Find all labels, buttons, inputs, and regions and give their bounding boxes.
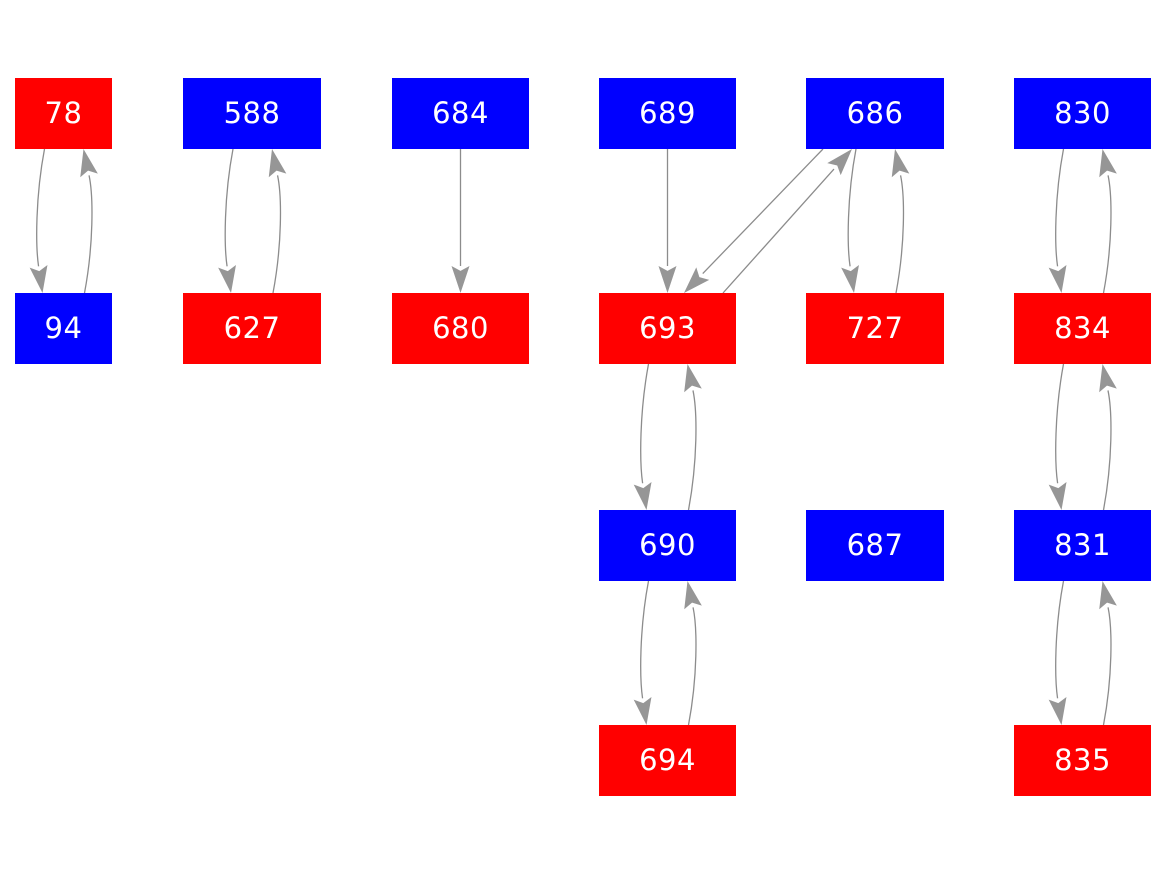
- arrowhead-693-686: [827, 149, 852, 176]
- node-label: 727: [846, 311, 904, 345]
- edge-693-690: [640, 363, 650, 484]
- arrowhead-78-94: [29, 264, 48, 293]
- graph-node-686: 686: [806, 78, 944, 149]
- graph-node-627: 627: [183, 293, 321, 364]
- graph-node-687: 687: [806, 510, 944, 581]
- edge-727-686: [895, 175, 905, 294]
- arrowhead-693-690: [633, 481, 652, 510]
- edge-690-693: [687, 390, 697, 511]
- edge-686-693: [702, 148, 824, 275]
- edge-686-727: [847, 148, 857, 267]
- node-label: 694: [639, 743, 696, 777]
- edge-831-834: [1102, 390, 1112, 511]
- graph-node-690: 690: [599, 510, 736, 581]
- edge-693-686: [722, 168, 835, 294]
- node-label: 687: [846, 528, 904, 562]
- graph-node-588: 588: [183, 78, 321, 149]
- arrowhead-830-834: [1048, 264, 1067, 293]
- arrowhead-686-693: [684, 267, 710, 293]
- edge-78-94: [36, 148, 46, 267]
- node-label: 693: [639, 311, 696, 345]
- edge-835-831: [1102, 607, 1112, 726]
- graph-node-834: 834: [1014, 293, 1151, 364]
- graph-node-727: 727: [806, 293, 944, 364]
- arrowhead-694-690: [684, 581, 702, 610]
- edge-834-831: [1055, 363, 1065, 484]
- node-label: 627: [223, 311, 281, 345]
- edge-834-830: [1102, 175, 1112, 294]
- graph-node-831: 831: [1014, 510, 1151, 581]
- node-label: 830: [1054, 96, 1111, 130]
- node-label: 78: [44, 96, 83, 130]
- node-label: 680: [432, 311, 489, 345]
- node-label: 831: [1054, 528, 1111, 562]
- node-label: 834: [1054, 311, 1111, 345]
- edge-588-627: [224, 148, 234, 267]
- graph-node-693: 693: [599, 293, 736, 364]
- node-label: 684: [432, 96, 489, 130]
- graph-node-680: 680: [392, 293, 529, 364]
- edge-94-78: [83, 175, 93, 294]
- graph-node-78: 78: [15, 78, 112, 149]
- graph-node-830: 830: [1014, 78, 1151, 149]
- edge-831-835: [1055, 580, 1065, 699]
- graph-node-694: 694: [599, 725, 736, 796]
- arrowhead-684-680: [451, 266, 470, 293]
- edge-694-690: [687, 607, 697, 726]
- arrowhead-834-831: [1048, 481, 1067, 510]
- arrowhead-686-727: [841, 264, 859, 293]
- arrowhead-588-627: [218, 264, 236, 293]
- arrowhead-831-835: [1048, 696, 1067, 725]
- graph-node-835: 835: [1014, 725, 1151, 796]
- graph-node-94: 94: [15, 293, 112, 364]
- node-label: 94: [44, 311, 83, 345]
- arrowhead-627-588: [268, 149, 287, 178]
- arrowhead-835-831: [1099, 581, 1117, 610]
- node-label: 686: [846, 96, 904, 130]
- edge-690-694: [640, 580, 650, 699]
- arrowhead-834-830: [1099, 149, 1117, 178]
- node-label: 689: [639, 96, 696, 130]
- edge-627-588: [272, 175, 282, 294]
- node-label: 588: [223, 96, 281, 130]
- arrowhead-94-78: [80, 149, 98, 178]
- arrowhead-689-693: [658, 266, 677, 293]
- arrowhead-690-693: [684, 364, 702, 393]
- arrowhead-831-834: [1099, 364, 1117, 393]
- node-label: 835: [1054, 743, 1111, 777]
- graph-node-689: 689: [599, 78, 736, 149]
- edge-830-834: [1055, 148, 1065, 267]
- arrowhead-727-686: [891, 149, 910, 178]
- arrowhead-690-694: [633, 696, 652, 725]
- graph-node-684: 684: [392, 78, 529, 149]
- node-label: 690: [639, 528, 696, 562]
